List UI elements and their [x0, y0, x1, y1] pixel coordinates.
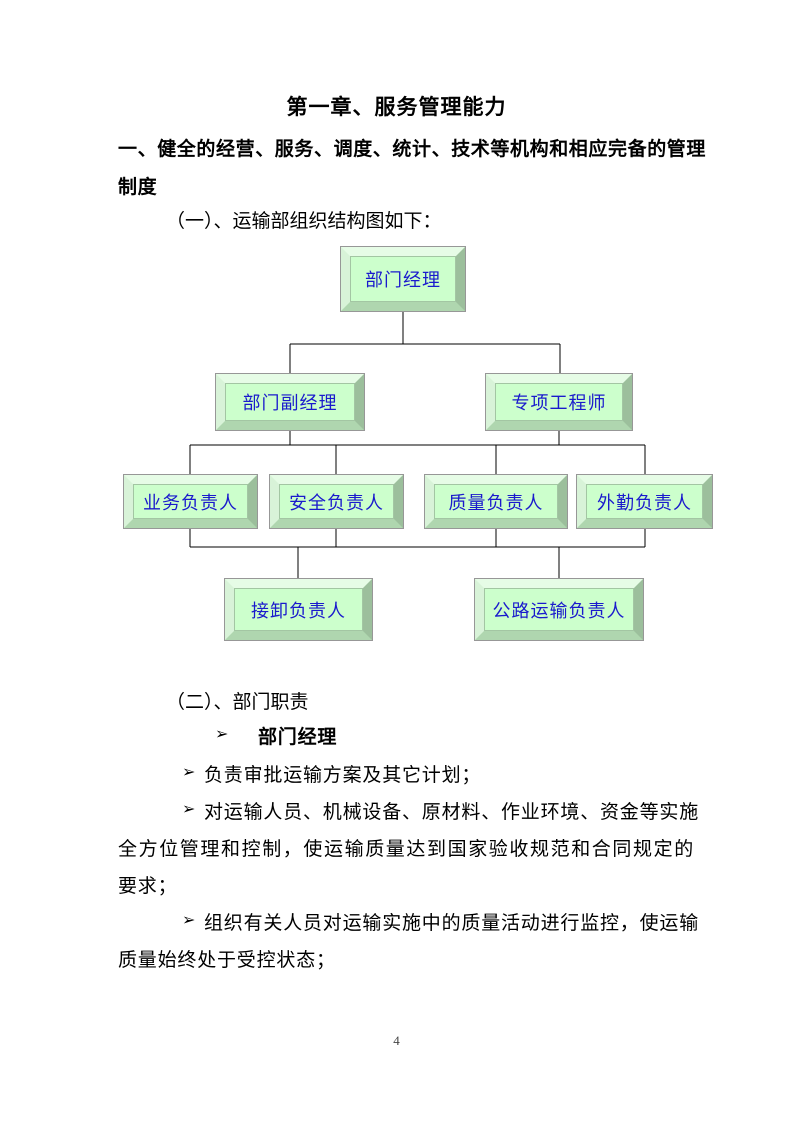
resp-item-2-line-3: 要求；: [118, 876, 178, 897]
section-heading-line2: 制度: [118, 177, 158, 198]
org-node-field-lead: 外勤负责人: [576, 474, 713, 529]
org-node-label: 安全负责人: [289, 492, 384, 513]
org-chart-connectors: [189, 311, 646, 579]
resp-item-3-text: 组织有关人员对运输实施中的质量活动进行监控，使运输: [204, 913, 700, 934]
resp-item-2-line-2: 全方位管理和控制，使运输质量达到国家验收规范和合同规定的: [118, 839, 695, 860]
org-node-label: 质量负责人: [448, 492, 544, 513]
org-node-quality-lead: 质量负责人: [424, 474, 568, 529]
subsection-2-label: （二）、部门职责: [166, 692, 309, 713]
org-node-label: 部门副经理: [242, 393, 338, 413]
chapter-title: 第一章、服务管理能力: [286, 95, 507, 119]
bullet-arrow-icon: ➢: [182, 764, 197, 781]
org-node-deputy-manager: 部门副经理: [215, 373, 365, 431]
org-node-special-engineer: 专项工程师: [485, 373, 633, 431]
bullet-arrow-icon: ➢: [182, 801, 197, 818]
org-node-safety-lead: 安全负责人: [269, 474, 404, 529]
resp-item-3-line-2: 质量始终处于受控状态；: [118, 950, 336, 971]
page-number: 4: [393, 1033, 400, 1048]
subsection-1-label: （一）、运输部组织结构图如下：: [166, 211, 442, 232]
org-node-label: 部门经理: [365, 270, 441, 290]
org-node-department-manager: 部门经理: [340, 246, 466, 312]
bullet-arrow-icon: ➢: [182, 912, 197, 929]
resp-item-1-text: 负责审批运输方案及其它计划；: [204, 765, 482, 786]
section-heading-line1: 一、健全的经营、服务、调度、统计、技术等机构和相应完备的管理: [118, 139, 707, 160]
org-node-label: 专项工程师: [511, 393, 607, 413]
org-node-road-transport-lead: 公路运输负责人: [474, 578, 644, 641]
bullet-arrow-icon: ➢: [215, 726, 230, 743]
role-heading-text: 部门经理: [258, 727, 338, 748]
org-node-business-lead: 业务负责人: [123, 474, 258, 529]
resp-item-2-text: 对运输人员、机械设备、原材料、作业环境、资金等实施: [204, 802, 700, 823]
org-node-label: 业务负责人: [143, 492, 238, 513]
org-node-label: 外勤负责人: [597, 492, 692, 513]
org-node-label: 公路运输负责人: [492, 600, 626, 621]
org-node-label: 接卸负责人: [251, 600, 346, 621]
org-node-unloading-lead: 接卸负责人: [224, 578, 373, 641]
